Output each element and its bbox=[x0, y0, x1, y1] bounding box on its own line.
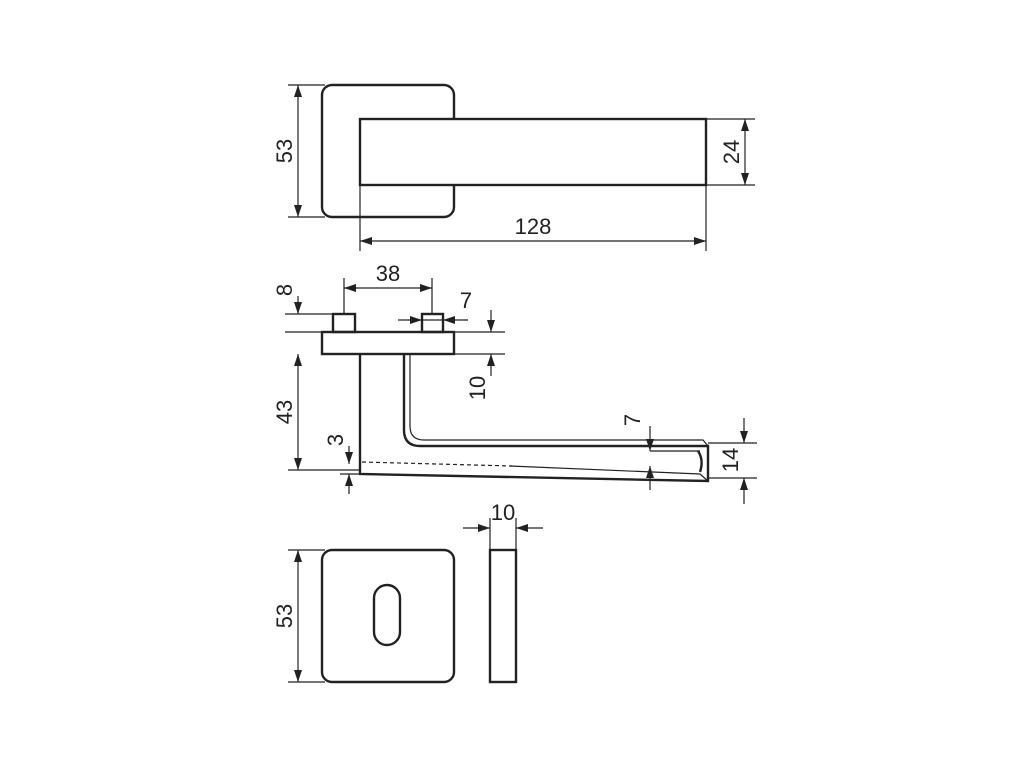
dim-lever-length: 128 bbox=[359, 185, 707, 251]
dim-label-7-tip: 7 bbox=[620, 414, 645, 426]
dim-label-24: 24 bbox=[719, 140, 744, 164]
dim-lever-projection: 43 bbox=[272, 354, 360, 471]
dim-label-14: 14 bbox=[718, 448, 743, 472]
escutcheon-front bbox=[320, 548, 456, 684]
dim-label-53-bottom: 53 bbox=[272, 604, 297, 628]
dim-lever-grip-height: 14 bbox=[708, 418, 757, 504]
dim-label-43: 43 bbox=[272, 400, 297, 424]
keyhole bbox=[372, 583, 402, 647]
bottom-view: 53 10 bbox=[272, 500, 543, 684]
dim-label-10-escutcheon: 10 bbox=[491, 500, 515, 525]
dim-pin-spacing: 38 bbox=[343, 261, 433, 314]
lever-inner-line bbox=[409, 354, 709, 447]
dim-lever-tip-height: 7 bbox=[620, 414, 654, 490]
dim-pin-width: 7 bbox=[398, 288, 472, 324]
pin-right bbox=[420, 312, 445, 334]
dim-escutcheon-thickness: 10 bbox=[463, 500, 543, 550]
dim-pin-height: 8 bbox=[272, 284, 333, 333]
dim-lever-height: 24 bbox=[706, 118, 755, 186]
dim-label-38: 38 bbox=[376, 261, 400, 286]
dim-top-rose-height: 53 bbox=[272, 84, 325, 218]
dim-label-8: 8 bbox=[272, 284, 297, 296]
dim-label-10-rose: 10 bbox=[465, 376, 490, 400]
hidden-line bbox=[361, 461, 513, 467]
lever-side-profile bbox=[358, 354, 710, 483]
escutcheon-side bbox=[488, 548, 518, 684]
dim-bottom-offset: 3 bbox=[323, 434, 360, 494]
lever-tip-taper bbox=[509, 465, 709, 482]
side-view: 38 7 8 10 bbox=[272, 261, 757, 504]
dim-label-7-pin: 7 bbox=[460, 288, 472, 313]
dim-label-128: 128 bbox=[515, 214, 552, 239]
side-rose-plate bbox=[320, 330, 456, 356]
lever-tip-end bbox=[696, 450, 703, 473]
dim-escutcheon-height: 53 bbox=[272, 549, 325, 683]
dim-label-53-top: 53 bbox=[272, 139, 297, 163]
pin-left bbox=[331, 312, 357, 334]
lever-top-outline bbox=[358, 117, 708, 187]
dim-label-3: 3 bbox=[323, 434, 348, 446]
dim-rose-thickness: 10 bbox=[454, 310, 505, 400]
top-view: 53 24 128 bbox=[272, 83, 755, 251]
